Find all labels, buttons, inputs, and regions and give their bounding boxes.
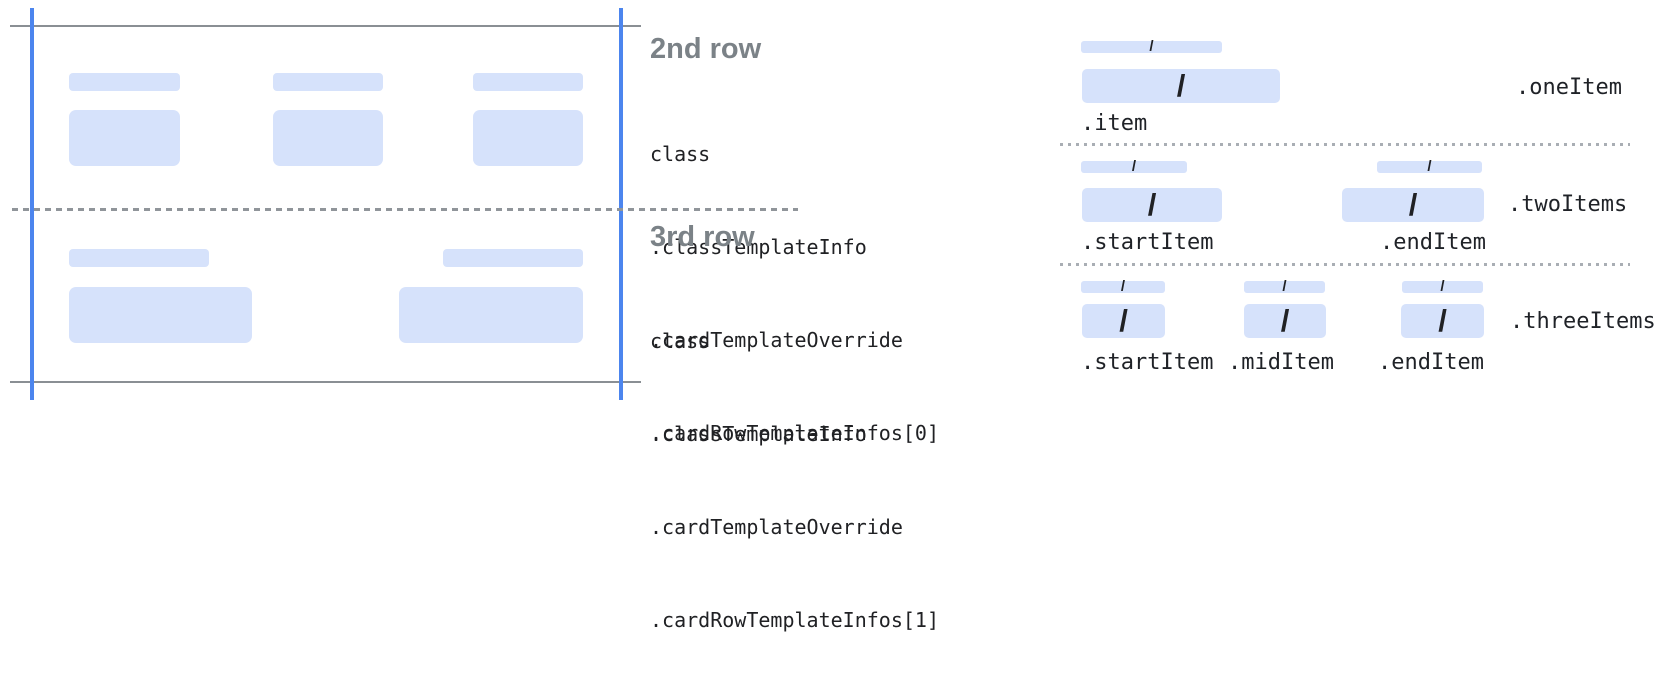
slash-glyph: / [1280, 303, 1290, 338]
start-item-field-label: .startItem [1081, 350, 1214, 375]
end-item-label-bar: / [1377, 158, 1482, 175]
card-right-margin-line [619, 8, 623, 400]
two-items-tag: .twoItems [1508, 192, 1628, 217]
item-value-bar: / [1082, 69, 1280, 103]
slash-glyph: / [1427, 158, 1432, 175]
start-item-field-label: .startItem [1081, 230, 1214, 255]
end-item-field-label: .endItem [1380, 230, 1486, 255]
slash-glyph: / [1147, 187, 1157, 222]
code-line: class [650, 142, 711, 166]
row-2-heading: 2nd row [650, 33, 762, 65]
placeholder-value-block [399, 287, 583, 343]
placeholder-value-block [69, 110, 180, 166]
end-item-field-label: .endItem [1378, 350, 1484, 375]
card-bottom-border-line [10, 381, 641, 383]
page: { "middle": { "sections": [ { "heading":… [10, 8, 1656, 632]
slash-glyph: / [1120, 278, 1126, 295]
placeholder-label-bar [443, 249, 583, 267]
row-3-annotation: 3rd row class .classTemplateInfo .cardTe… [650, 221, 939, 698]
placeholder-value-block [69, 287, 252, 343]
start-item-label-bar: / [1081, 278, 1165, 295]
start-item-label-bar: / [1081, 158, 1187, 175]
code-line: .cardTemplateOverride [650, 515, 903, 539]
placeholder-label-bar [69, 249, 209, 267]
row-divider-dashed-line [12, 208, 798, 211]
mid-item-label-bar: / [1244, 278, 1325, 295]
item-field-label: .item [1081, 111, 1148, 136]
slash-glyph: / [1131, 158, 1137, 175]
placeholder-label-bar [69, 73, 180, 91]
slash-glyph: / [1440, 278, 1445, 295]
slash-glyph: / [1149, 38, 1154, 55]
code-line: class [650, 329, 711, 353]
code-line: .cardTemplateOverride [650, 328, 903, 352]
end-item-label-bar: / [1402, 278, 1483, 295]
start-item-value-bar: / [1082, 188, 1222, 222]
end-item-value-bar: / [1342, 188, 1484, 222]
end-item-value-bar: / [1401, 304, 1484, 338]
three-items-tag: .threeItems [1510, 309, 1656, 334]
one-item-tag: .oneItem [1516, 75, 1622, 100]
code-line: .cardRowTemplateInfos[1] [650, 608, 939, 632]
slash-glyph: / [1176, 68, 1186, 103]
placeholder-label-bar [273, 73, 383, 91]
code-line: .classTemplateInfo [650, 422, 867, 446]
code-line: .classTemplateInfo [650, 235, 867, 259]
placeholder-label-bar [473, 73, 583, 91]
slash-glyph: / [1438, 303, 1447, 338]
item-label-bar: / [1081, 38, 1222, 55]
placeholder-value-block [273, 110, 383, 166]
slash-glyph: / [1282, 278, 1287, 295]
mid-item-field-label: .midItem [1228, 350, 1334, 375]
section-divider-dotted-line [1060, 143, 1630, 146]
row-3-heading: 3rd row [650, 221, 755, 253]
start-item-value-bar: / [1082, 304, 1165, 338]
card-left-margin-line [30, 8, 34, 400]
placeholder-value-block [473, 110, 583, 166]
mid-item-value-bar: / [1244, 304, 1326, 338]
slash-glyph: / [1119, 303, 1128, 338]
section-divider-dotted-line [1060, 263, 1630, 266]
card-top-border-line [10, 25, 641, 27]
slash-glyph: / [1408, 187, 1418, 222]
